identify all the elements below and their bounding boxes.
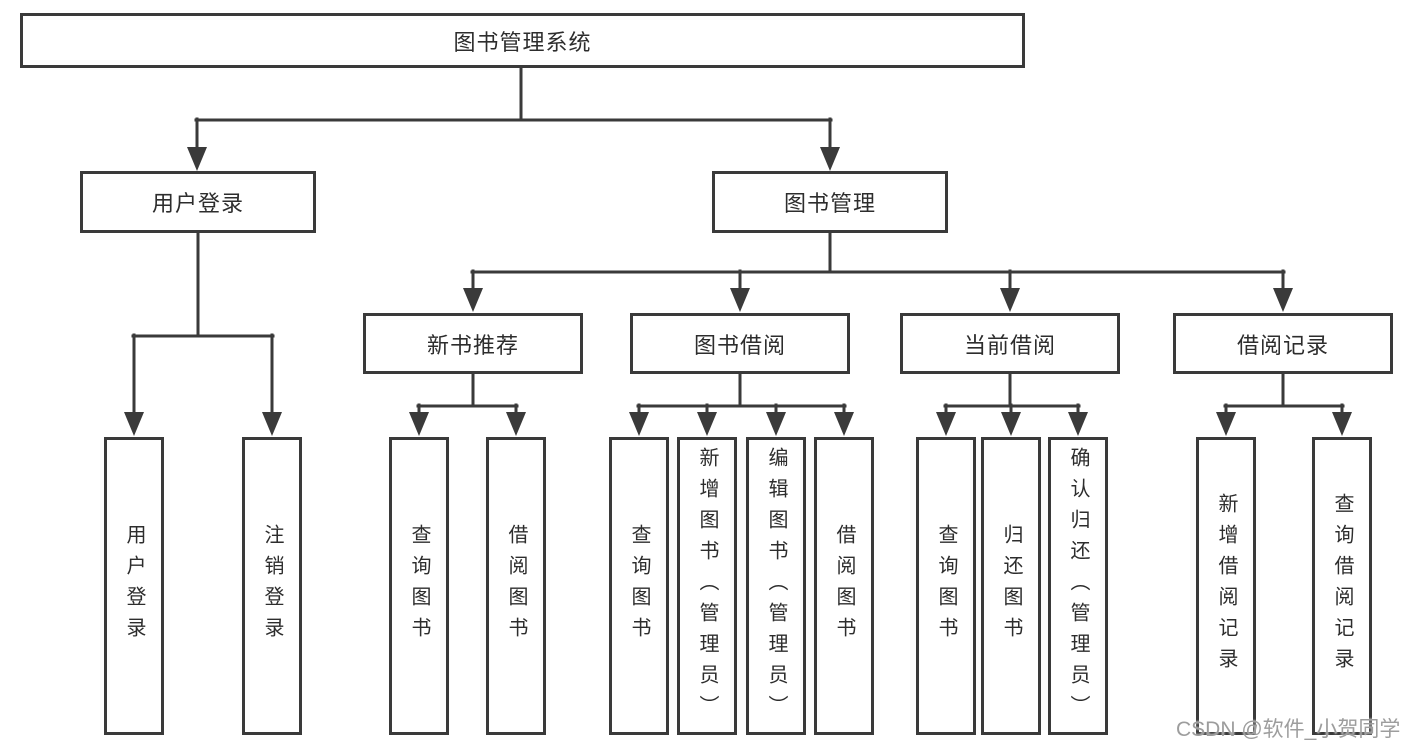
arrow-down-icon [262, 412, 282, 436]
leaf-confirm-return-admin: 确认归还（管理员） [1048, 437, 1108, 735]
arrow-down-icon [1273, 288, 1293, 312]
arrow-down-icon [187, 147, 207, 171]
node-user-login: 用户登录 [80, 171, 316, 233]
arrowhead-icons [124, 147, 1352, 436]
arrow-down-icon [1216, 412, 1236, 436]
node-label: 图书管理 [783, 191, 876, 216]
leaf-label: 新增图书（管理员） [696, 446, 718, 726]
node-label: 当前借阅 [963, 332, 1056, 358]
node-label: 借阅记录 [1236, 332, 1329, 358]
arrow-down-icon [1001, 412, 1021, 436]
arrow-down-icon [697, 412, 717, 436]
arrow-down-icon [124, 412, 144, 436]
leaf-label: 借阅图书 [505, 524, 527, 648]
node-library-management-system: 图书管理系统 [20, 13, 1025, 68]
leaf-return-books: 归还图书 [981, 437, 1041, 735]
leaf-label: 查询图书 [408, 524, 430, 648]
leaf-logout: 注销登录 [242, 437, 302, 735]
arrow-down-icon [1068, 412, 1088, 436]
node-book-borrow: 图书借阅 [630, 313, 850, 374]
arrow-down-icon [834, 412, 854, 436]
leaf-user-login: 用户登录 [104, 437, 164, 735]
csdn-watermark: CSDN @软件_小贺同学 [1176, 718, 1401, 741]
leaf-label: 确认归还（管理员） [1067, 446, 1089, 726]
node-borrow-records: 借阅记录 [1173, 313, 1393, 374]
node-new-book-recommend: 新书推荐 [363, 313, 583, 374]
arrow-down-icon [730, 288, 750, 312]
node-label: 图书借阅 [693, 332, 786, 358]
arrow-down-icon [1000, 288, 1020, 312]
arrow-down-icon [1332, 412, 1352, 436]
arrow-down-icon [629, 412, 649, 436]
leaf-query-borrow-record: 查询借阅记录 [1312, 437, 1372, 735]
leaf-borrow-books: 借阅图书 [814, 437, 874, 735]
arrow-down-icon [506, 412, 526, 436]
arrow-down-icon [409, 412, 429, 436]
leaf-edit-books-admin: 编辑图书（管理员） [746, 437, 806, 735]
leaf-query-books-recommend: 查询图书 [389, 437, 449, 735]
leaf-add-borrow-record: 新增借阅记录 [1196, 437, 1256, 735]
leaf-label: 注销登录 [261, 524, 283, 648]
leaf-label: 编辑图书（管理员） [765, 446, 787, 726]
leaf-add-books-admin: 新增图书（管理员） [677, 437, 737, 735]
node-label: 用户登录 [151, 191, 244, 216]
arrow-down-icon [463, 288, 483, 312]
leaf-label: 归还图书 [1000, 524, 1022, 648]
node-current-borrow: 当前借阅 [900, 313, 1120, 374]
arrow-down-icon [820, 147, 840, 171]
arrow-down-icon [766, 412, 786, 436]
leaf-label: 用户登录 [123, 524, 145, 648]
leaf-label: 查询借阅记录 [1331, 493, 1353, 679]
node-label: 图书管理系统 [453, 29, 592, 55]
leaf-borrow-books-recommend: 借阅图书 [486, 437, 546, 735]
leaf-label: 借阅图书 [833, 524, 855, 648]
leaf-query-books-current: 查询图书 [916, 437, 976, 735]
node-book-management: 图书管理 [712, 171, 948, 233]
node-label: 新书推荐 [426, 332, 519, 358]
leaf-label: 查询图书 [628, 524, 650, 648]
leaf-query-books: 查询图书 [609, 437, 669, 735]
leaf-label: 新增借阅记录 [1215, 493, 1237, 679]
leaf-label: 查询图书 [935, 524, 957, 648]
arrow-down-icon [936, 412, 956, 436]
